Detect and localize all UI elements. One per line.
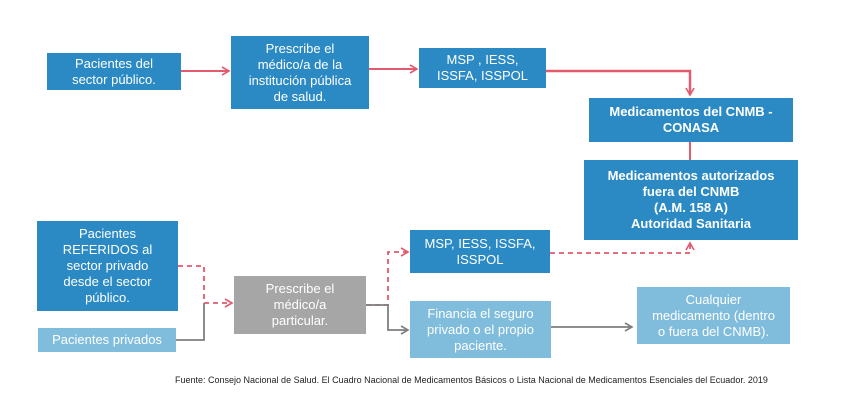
box-cnmb-conasa: Medicamentos del CNMB - CONASA <box>589 98 793 142</box>
box-authorized-outside: Medicamentos autorizados fuera del CNMB … <box>584 160 798 240</box>
box-institutions-bottom: MSP, IESS, ISSFA, ISSPOL <box>410 230 550 273</box>
box-financing: Financia el seguro privado o el propio p… <box>410 301 551 358</box>
grey-private-to-prescribe <box>176 303 205 341</box>
box-prescribe-private: Prescribe el médico/a particular. <box>234 276 366 334</box>
dashed-prescribe-to-institutions <box>366 247 410 306</box>
box-referred-patients: Pacientes REFERIDOS al sector privado de… <box>37 221 178 311</box>
box-any-medication: Cualquier medicamento (dentro o fuera de… <box>637 287 790 344</box>
box-private-patients: Pacientes privados <box>38 328 176 352</box>
dashed-institutions-to-authorized <box>550 241 695 254</box>
box-prescribe-institution: Prescribe el médico/a de la institución … <box>231 36 369 109</box>
grey-prescribe-to-financing <box>366 304 410 335</box>
arrow-institutions-to-cnmb <box>546 69 695 97</box>
dashed-referred-to-prescribe <box>178 265 234 308</box>
box-public-patients: Pacientes del sector público. <box>47 53 181 90</box>
box-institutions-top: MSP , IESS, ISSFA, ISSPOL <box>419 48 546 88</box>
source-caption: Fuente: Consejo Nacional de Salud. El Cu… <box>175 375 768 385</box>
